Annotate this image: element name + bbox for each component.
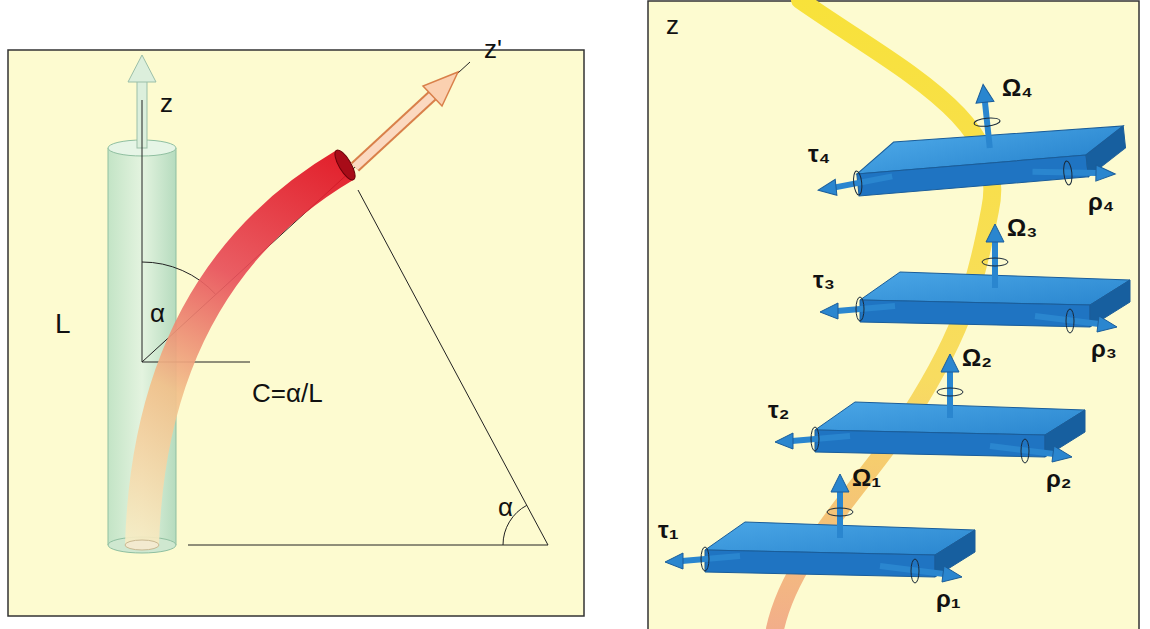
frame-slab: [820, 224, 1130, 333]
figure-label: z': [484, 36, 502, 62]
figure-label: α: [498, 494, 513, 520]
frame-slab: [665, 474, 975, 583]
axis-label: Ω₃: [1007, 216, 1037, 240]
axis-label: τ₃: [813, 268, 835, 292]
axis-label: ρ₂: [1046, 467, 1072, 491]
axis-label: τ₂: [768, 398, 789, 422]
axis-label: Ω₄: [1002, 76, 1033, 100]
angle-lines: [142, 62, 548, 545]
panel: [648, 1, 1139, 629]
frame-slab: [809, 70, 1129, 211]
figure-label: z: [160, 90, 173, 116]
panel: [8, 50, 584, 616]
axis-label: τ₄: [808, 142, 830, 166]
figure-label: α: [150, 300, 165, 326]
axis-label: Ω₁: [852, 466, 881, 490]
axis-label: ρ₁: [936, 587, 961, 611]
axis-label: ρ₃: [1091, 337, 1117, 361]
bent-tube: [125, 72, 458, 550]
figure-label: C=α/L: [252, 380, 323, 406]
axis-label: τ₁: [658, 518, 679, 542]
axis-label: Ω₂: [962, 346, 992, 370]
frame-slab: [775, 354, 1085, 463]
figure-label: L: [55, 310, 71, 338]
figure-label: z: [666, 12, 679, 38]
axis-label: ρ₄: [1088, 190, 1114, 214]
